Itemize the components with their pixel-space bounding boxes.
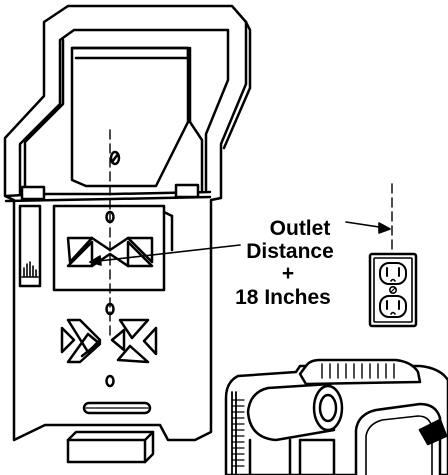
callout-line-2: Distance (246, 240, 334, 263)
flap-screw-hole (109, 150, 121, 166)
lower-vent-cluster (60, 318, 158, 364)
distance-arrows (89, 221, 391, 266)
right-latch (174, 183, 200, 199)
callout-line-3: + (282, 262, 294, 285)
wall-mount-bracket (3, 4, 252, 464)
shell-inner-edge (18, 28, 230, 196)
compressor-unit (224, 358, 448, 475)
lower-screw-hole-bottom (105, 374, 115, 388)
compressor-handle (298, 358, 422, 386)
upper-receptacle (379, 262, 407, 285)
cradle-left (23, 38, 65, 194)
left-latch (20, 185, 46, 201)
wall-outlet (368, 252, 418, 328)
callout-line-4: 18 Inches (235, 286, 331, 309)
callout-line-1: Outlet (270, 217, 331, 240)
gauge-knob (418, 418, 448, 446)
slot-ridges (21, 261, 39, 278)
hanger-flap-fold (70, 46, 190, 60)
cradle-right (188, 46, 204, 192)
lower-receptacle (379, 295, 407, 318)
control-box (298, 438, 336, 475)
distance-callout: Outlet Distance + 18 Inches (235, 217, 334, 309)
left-slot (18, 204, 42, 288)
outlet-center-screw (388, 285, 397, 294)
bracket-side-wall (222, 20, 252, 150)
foot-block (66, 438, 147, 464)
